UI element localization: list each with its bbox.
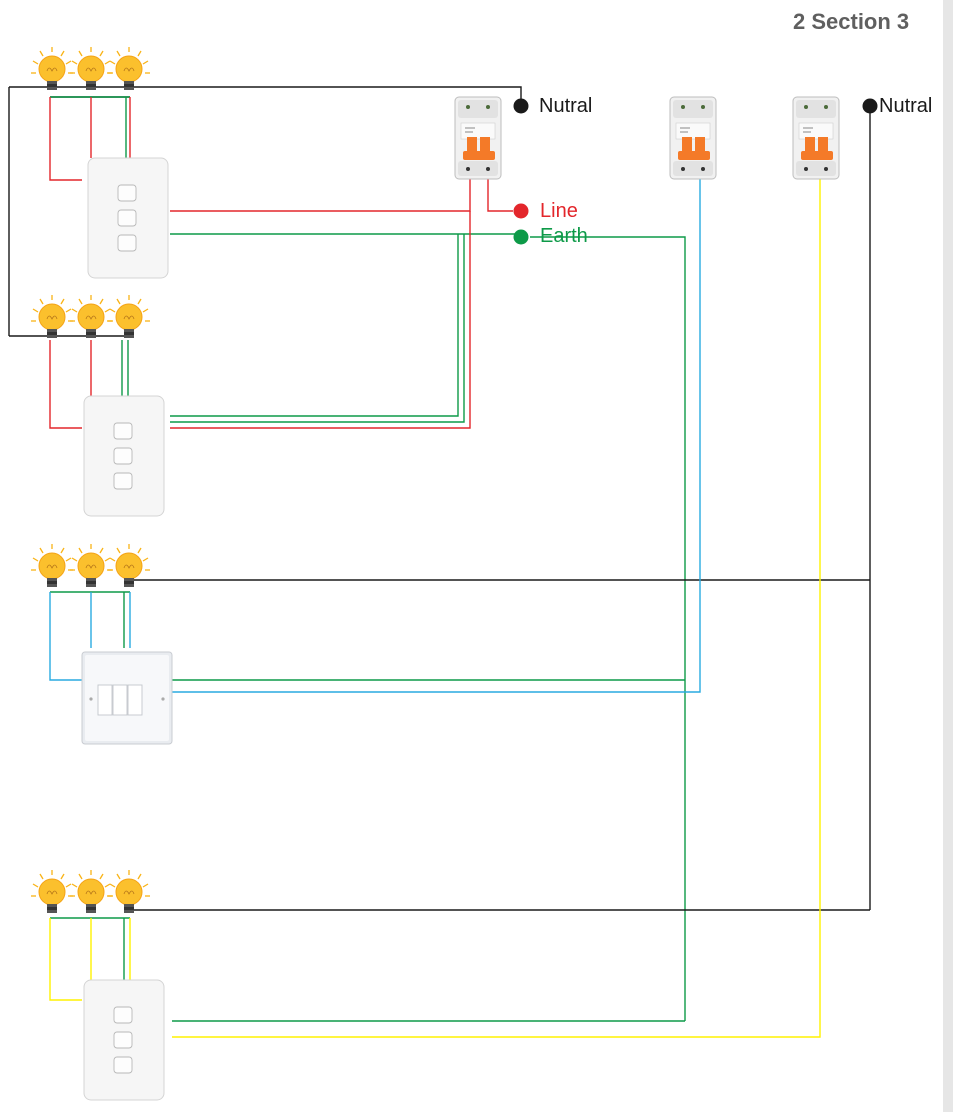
terminal-dot-icon (862, 98, 878, 114)
light-bulb-icon (107, 294, 151, 339)
light-bulb-icon (30, 543, 74, 588)
neutral-label-left: Nutral (539, 95, 593, 117)
line-label: Line (540, 200, 578, 222)
bulb-row-1 (30, 46, 151, 91)
triple-rocker-switch-icon (83, 979, 165, 1101)
bulb-row-3 (30, 543, 151, 588)
light-bulb-icon (30, 294, 74, 339)
light-bulb-icon (69, 46, 113, 91)
light-bulb-icon (69, 869, 113, 914)
terminal-dot-icon (513, 98, 529, 114)
neutral-label-right: Nutral (879, 95, 933, 117)
page-title: 2 Section 3 (793, 9, 910, 34)
light-bulb-icon (107, 869, 151, 914)
light-bulb-icon (30, 46, 74, 91)
terminal-dot-icon (513, 229, 529, 245)
bulb-row-2 (30, 294, 151, 339)
side-scroll-strip (943, 0, 953, 1112)
earth-label: Earth (540, 225, 588, 247)
light-bulb-icon (30, 869, 74, 914)
circuit-breaker-icon (669, 96, 717, 180)
triple-gang-switch-icon (81, 651, 173, 745)
light-bulb-icon (69, 294, 113, 339)
circuit-group-3-wires (49, 106, 871, 910)
circuit-group-4-wires (49, 178, 870, 1038)
terminal-dot-icon (513, 203, 529, 219)
triple-rocker-switch-icon (87, 157, 169, 279)
circuit-breaker-icon (792, 96, 840, 180)
circuit-breaker-icon (454, 96, 502, 180)
circuit-group-2-wires (9, 211, 471, 429)
light-bulb-icon (107, 46, 151, 91)
light-bulb-icon (69, 543, 113, 588)
triple-rocker-switch-icon (83, 395, 165, 517)
bulb-row-4 (30, 869, 151, 914)
